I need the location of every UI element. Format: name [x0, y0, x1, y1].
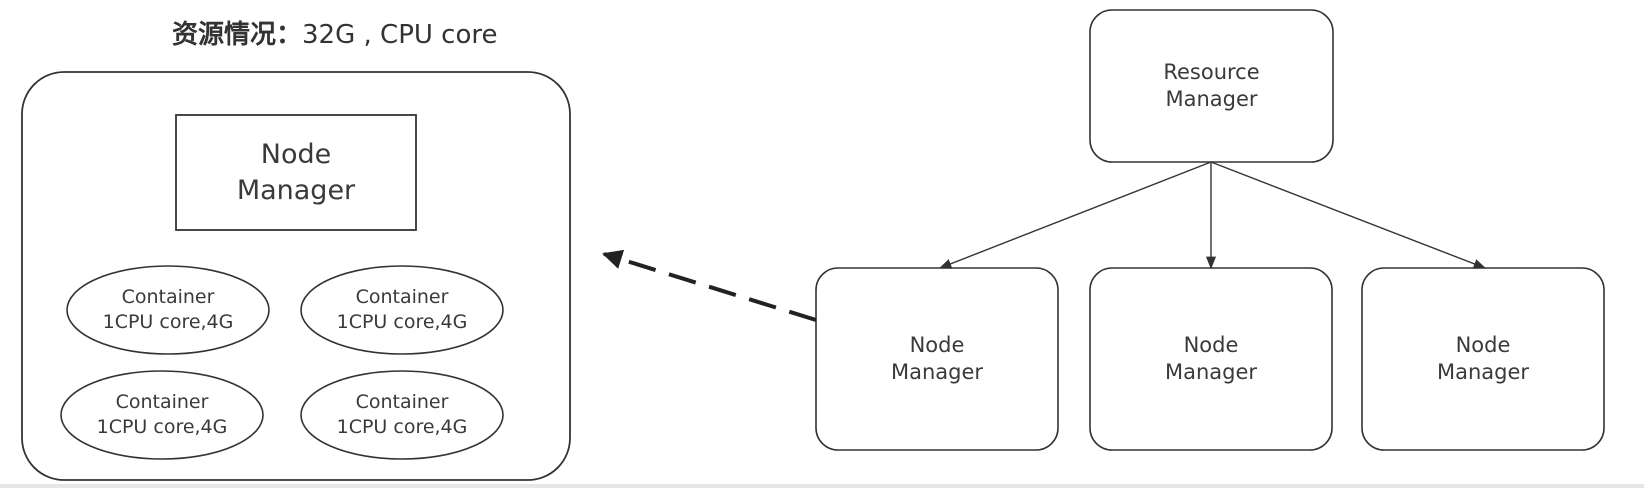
node-manager-label: Node Manager	[1164, 332, 1258, 384]
node-manager-box	[815, 267, 1059, 451]
zoom-dashed-arrow	[602, 249, 817, 322]
container-label: Container 1CPU core,4G	[336, 286, 468, 333]
resource-status-label: 资源情况：	[172, 20, 303, 50]
rm-to-nm-arrow	[938, 161, 1212, 269]
container-ellipse	[300, 265, 504, 355]
host-node-box	[21, 71, 571, 481]
container-label: Container 1CPU core,4G	[96, 391, 228, 438]
resource-status-title: 资源情况：32G , CPU core	[172, 14, 498, 51]
resource-manager-label: Resource Manager	[1163, 59, 1260, 111]
container-ellipse	[66, 265, 270, 355]
node-manager-label: Node Manager	[890, 332, 984, 384]
container-ellipse	[300, 370, 504, 460]
container-ellipse	[60, 370, 264, 460]
container-label: Container 1CPU core,4G	[102, 286, 234, 333]
resource-status-value: 32G , CPU core	[302, 20, 498, 50]
node-manager-label: Node Manager	[1436, 332, 1530, 384]
container-label: Container 1CPU core,4G	[336, 391, 468, 438]
host-node-manager-box	[175, 114, 417, 231]
host-node-manager-label: Node Manager	[236, 139, 356, 206]
rm-to-nm-arrow	[1210, 161, 1487, 269]
